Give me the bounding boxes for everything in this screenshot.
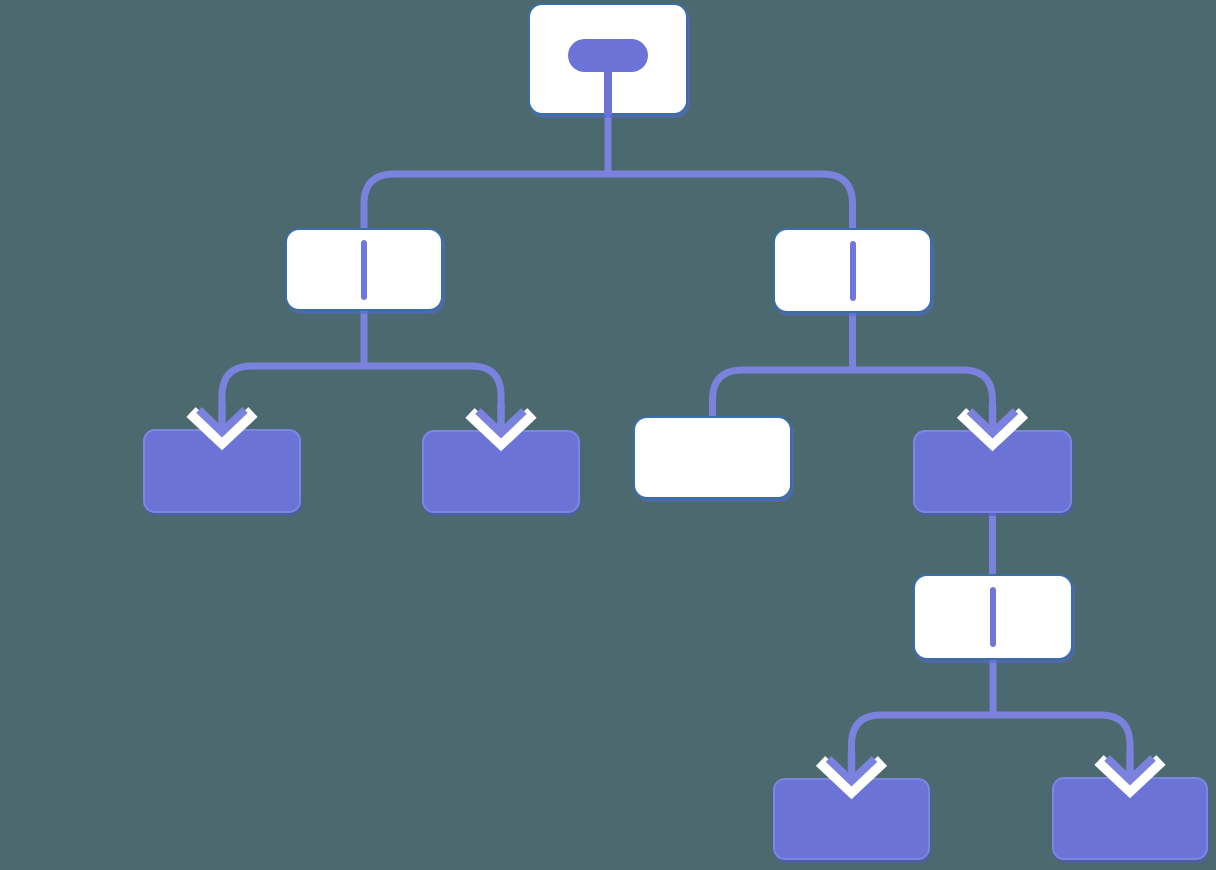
vertical-bar-icon	[990, 587, 996, 647]
leaf-node-left-2[interactable]	[422, 430, 580, 513]
leaf-node-bottom-1[interactable]	[773, 778, 930, 860]
leaf-node-bottom-2[interactable]	[1052, 777, 1208, 860]
leaf-node-left-1[interactable]	[143, 429, 301, 513]
collapsed-node-right[interactable]	[913, 430, 1072, 513]
vertical-bar-icon	[849, 240, 856, 301]
root-node[interactable]	[528, 3, 688, 115]
branch-right-node[interactable]	[773, 228, 932, 313]
subtree-pill-icon	[568, 39, 648, 72]
pill-stem-icon	[604, 60, 612, 115]
vertical-bar-icon	[361, 239, 367, 300]
empty-node-right[interactable]	[633, 416, 792, 499]
branch-bottom-node[interactable]	[913, 574, 1073, 660]
branch-left-node[interactable]	[285, 228, 443, 311]
